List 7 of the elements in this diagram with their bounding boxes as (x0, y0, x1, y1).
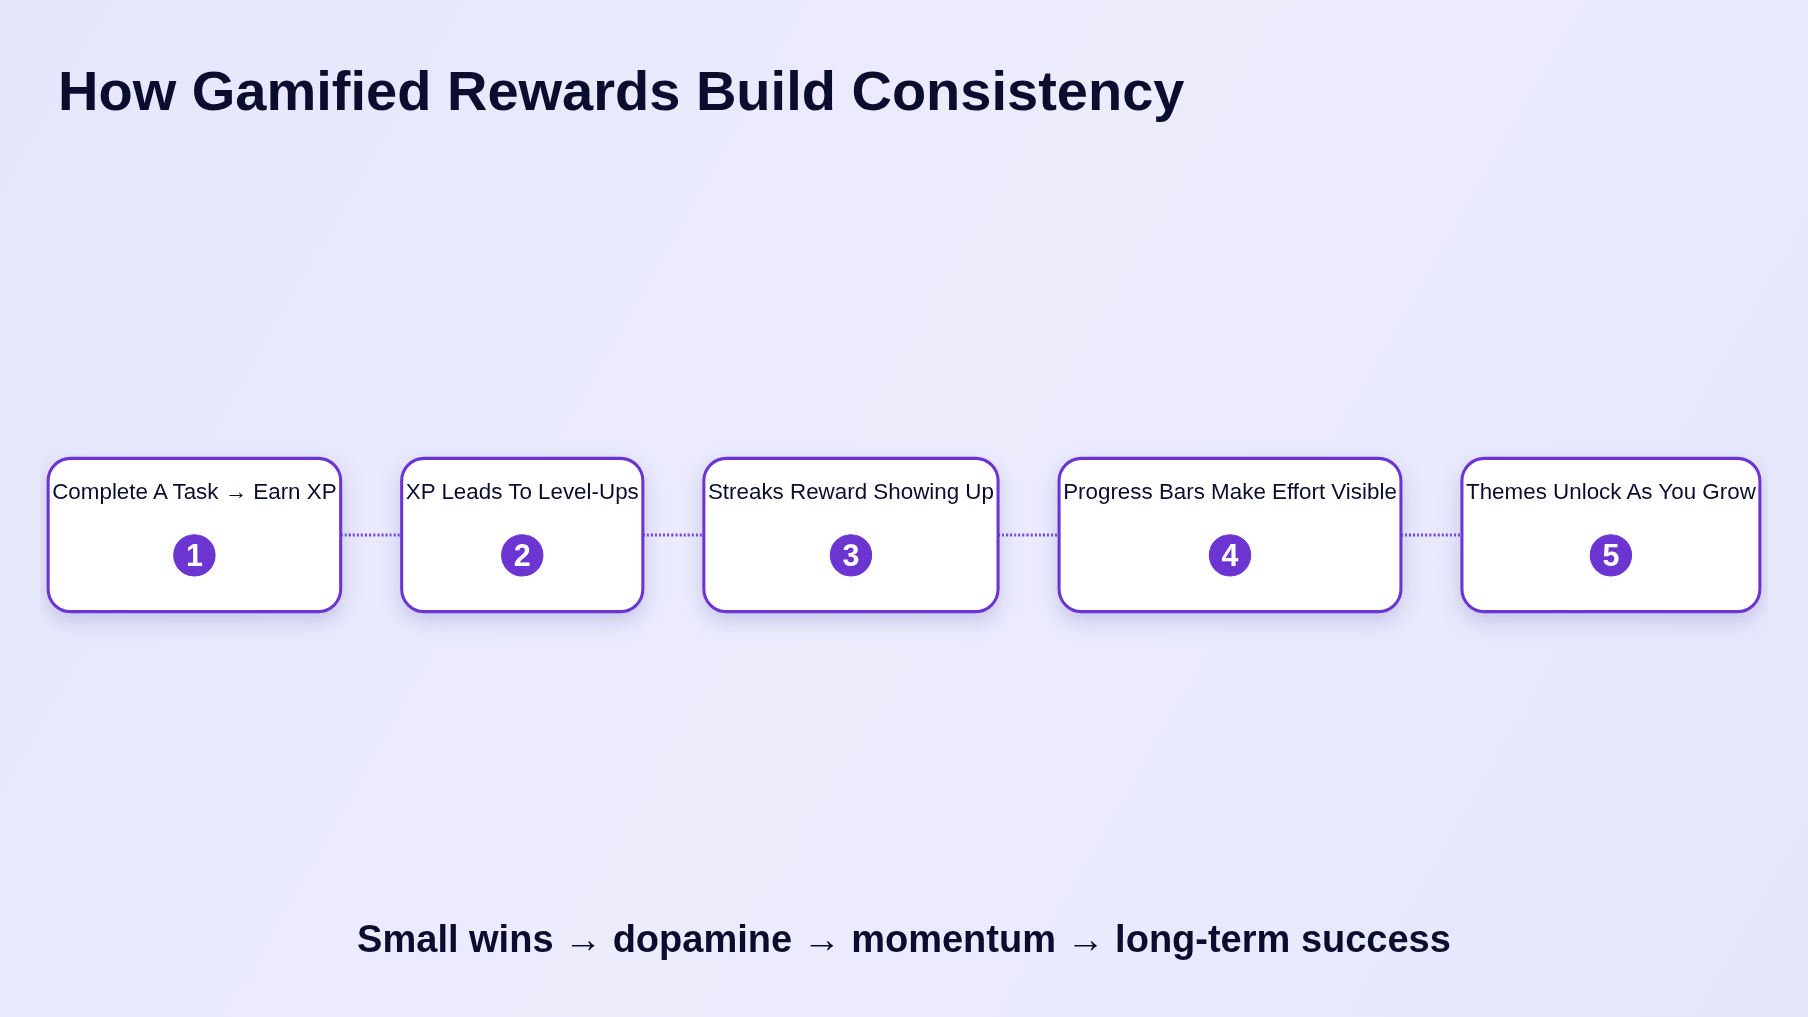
node-circle: 1 (173, 534, 216, 577)
title: How Gamified Rewards Build Consistency (58, 58, 1185, 123)
caption: Small wins → dopamine → momentum → long-term success (357, 918, 1451, 960)
node-circle: 2 (501, 534, 544, 577)
node-circle: 4 (1208, 534, 1252, 577)
node-circle: 3 (829, 534, 873, 577)
node-circle: 5 (1589, 534, 1633, 577)
